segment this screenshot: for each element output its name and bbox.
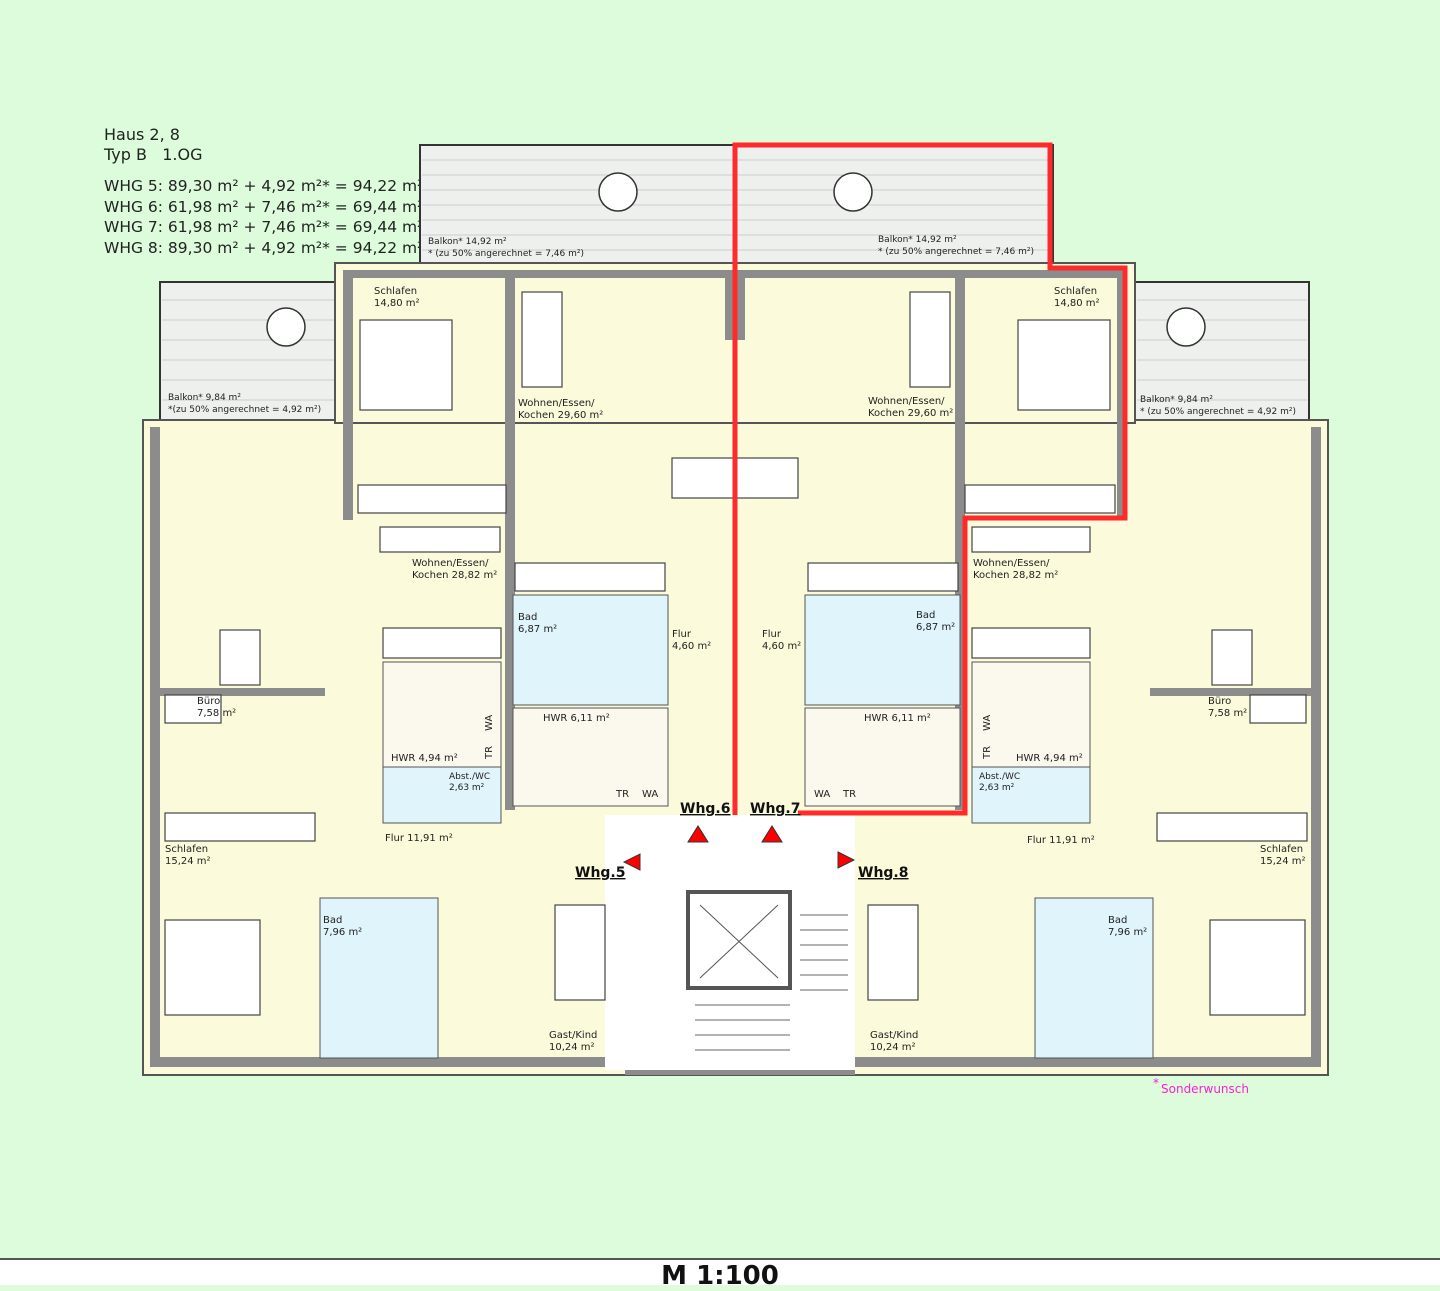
room-area: 6,87 m² <box>518 624 557 635</box>
room-area: 4,60 m² <box>762 641 801 652</box>
arrow-left-icon <box>622 853 641 871</box>
room-bad: Bad <box>323 915 342 926</box>
area-summary-whg7: WHG 7: 61,98 m² + 7,46 m²* = 69,44 m² <box>104 218 424 236</box>
scale-label: M 1:100 <box>661 1261 779 1291</box>
room-flur: Flur 11,91 m² <box>1027 835 1095 846</box>
whg6-labels: Schlafen 14,80 m² Wohnen/Essen/ Kochen 2… <box>374 286 711 800</box>
room-flur: Flur <box>762 629 782 640</box>
balcony-top-left-note: * (zu 50% angerechnet = 7,46 m²) <box>428 249 584 259</box>
room-area: 4,60 m² <box>672 641 711 652</box>
room-bad: Bad <box>1108 915 1127 926</box>
entrance-whg6: Whg.6 <box>680 801 731 817</box>
washer-label: WA <box>642 789 658 800</box>
room-hwr: HWR 4,94 m² <box>1016 753 1083 764</box>
stairs <box>695 914 848 1051</box>
stairwell <box>605 815 855 1075</box>
entrance-arrow-icons <box>622 825 856 871</box>
room-area: 10,24 m² <box>549 1042 595 1053</box>
washer-label: WA <box>982 715 993 731</box>
room-buero: Büro <box>1208 696 1231 707</box>
room-wohnen: Wohnen/Essen/ <box>973 558 1050 569</box>
balcony-top-right-note: * (zu 50% angerechnet = 7,46 m²) <box>878 247 1034 257</box>
area-summary-whg6: WHG 6: 61,98 m² + 7,46 m²* = 69,44 m² <box>104 197 424 216</box>
room-area: Kochen 29,60 m² <box>868 408 953 419</box>
room-area: 6,87 m² <box>916 622 955 633</box>
room-area: 15,24 m² <box>165 856 211 867</box>
elevator <box>686 890 792 990</box>
furniture <box>164 291 1308 1016</box>
room-hwr: HWR 4,94 m² <box>391 753 458 764</box>
room-gast: Gast/Kind <box>549 1030 597 1041</box>
type-floor-title: Typ B 1.OG <box>104 145 203 164</box>
room-schlafen: Schlafen <box>374 286 417 297</box>
wet-rooms <box>319 594 1154 1059</box>
room-area: 2,63 m² <box>449 783 485 793</box>
room-area: 7,96 m² <box>323 927 362 938</box>
room-bad: Bad <box>916 610 935 621</box>
room-area: 7,58 m² <box>1208 708 1247 719</box>
entrance-whg5: Whg.5 <box>575 865 626 881</box>
arrow-up-icon <box>687 825 709 843</box>
house-title: Haus 2, 8 <box>104 125 180 144</box>
whg8-labels: Wohnen/Essen/ Kochen 28,82 m² Büro 7,58 … <box>870 558 1306 1053</box>
room-bad: Bad <box>518 612 537 623</box>
room-schlafen: Schlafen <box>1054 286 1097 297</box>
area-summary-whg8: WHG 8: 89,30 m² + 4,92 m²* = 94,22 m² <box>104 238 424 257</box>
entrance-labels: Whg.5 Whg.6 Whg.7 Whg.8 <box>575 801 909 881</box>
balcony-top-left-name: Balkon* 14,92 m² <box>428 237 507 247</box>
arrow-up-icon <box>761 825 783 843</box>
balcony-left-name: Balkon* 9,84 m² <box>168 393 241 403</box>
balcony-right-name: Balkon* 9,84 m² <box>1140 395 1213 405</box>
room-wohnen: Wohnen/Essen/ <box>518 398 595 409</box>
balcony-left <box>159 281 337 421</box>
room-hwr: HWR 6,11 m² <box>543 713 610 724</box>
room-wohnen: Wohnen/Essen/ <box>412 558 489 569</box>
room-wc: Abst./WC <box>449 772 490 782</box>
legend-sonderwunsch: Sonderwunsch <box>1161 1082 1249 1096</box>
room-flur: Flur <box>672 629 692 640</box>
room-schlafen: Schlafen <box>165 844 208 855</box>
room-area: 10,24 m² <box>870 1042 916 1053</box>
room-area: 14,80 m² <box>1054 298 1100 309</box>
room-area: Kochen 28,82 m² <box>412 570 497 581</box>
dryer-label: TR <box>484 746 495 760</box>
entrance-whg8: Whg.8 <box>858 865 909 881</box>
entrance-whg7: Whg.7 <box>750 801 801 817</box>
washer-label: WA <box>814 789 830 800</box>
arrow-right-icon <box>837 851 856 869</box>
balcony-right-note: * (zu 50% angerechnet = 4,92 m²) <box>1140 407 1296 417</box>
room-flur: Flur 11,91 m² <box>385 833 453 844</box>
room-gast: Gast/Kind <box>870 1030 918 1041</box>
room-area: 14,80 m² <box>374 298 420 309</box>
washer-label: WA <box>484 715 495 731</box>
legend-star: * <box>1153 1076 1159 1090</box>
room-wohnen: Wohnen/Essen/ <box>868 396 945 407</box>
legend: * Sonderwunsch <box>1153 1076 1249 1096</box>
balcony-top-right-name: Balkon* 14,92 m² <box>878 235 957 245</box>
room-area: Kochen 28,82 m² <box>973 570 1058 581</box>
footer: M 1:100 <box>0 1258 1440 1290</box>
balcony-left-note: *(zu 50% angerechnet = 4,92 m²) <box>168 405 321 415</box>
dryer-label: TR <box>615 789 629 800</box>
room-area: 15,24 m² <box>1260 856 1306 867</box>
area-summary-whg5: WHG 5: 89,30 m² + 4,92 m²* = 94,22 m² <box>104 177 424 195</box>
room-area: 7,58 m² <box>197 708 236 719</box>
room-hwr: HWR 6,11 m² <box>864 713 931 724</box>
balcony-furniture <box>266 172 1206 347</box>
dryer-label: TR <box>982 746 993 760</box>
room-area: 2,63 m² <box>979 783 1015 793</box>
highlight-outline-whg7 <box>732 142 1128 816</box>
balcony-labels: Balkon* 14,92 m² * (zu 50% angerechnet =… <box>168 235 1296 417</box>
whg5-labels: Wohnen/Essen/ Kochen 28,82 m² Büro 7,58 … <box>165 558 597 1053</box>
whg7-labels: Schlafen 14,80 m² Wohnen/Essen/ Kochen 2… <box>762 286 1100 800</box>
room-schlafen: Schlafen <box>1260 844 1303 855</box>
room-buero: Büro <box>197 696 220 707</box>
room-area: 7,96 m² <box>1108 927 1147 938</box>
balcony-right <box>1134 281 1310 421</box>
room-area: Kochen 29,60 m² <box>518 410 603 421</box>
elevator-cross <box>699 904 779 979</box>
room-wc: Abst./WC <box>979 772 1020 782</box>
dryer-label: TR <box>842 789 856 800</box>
